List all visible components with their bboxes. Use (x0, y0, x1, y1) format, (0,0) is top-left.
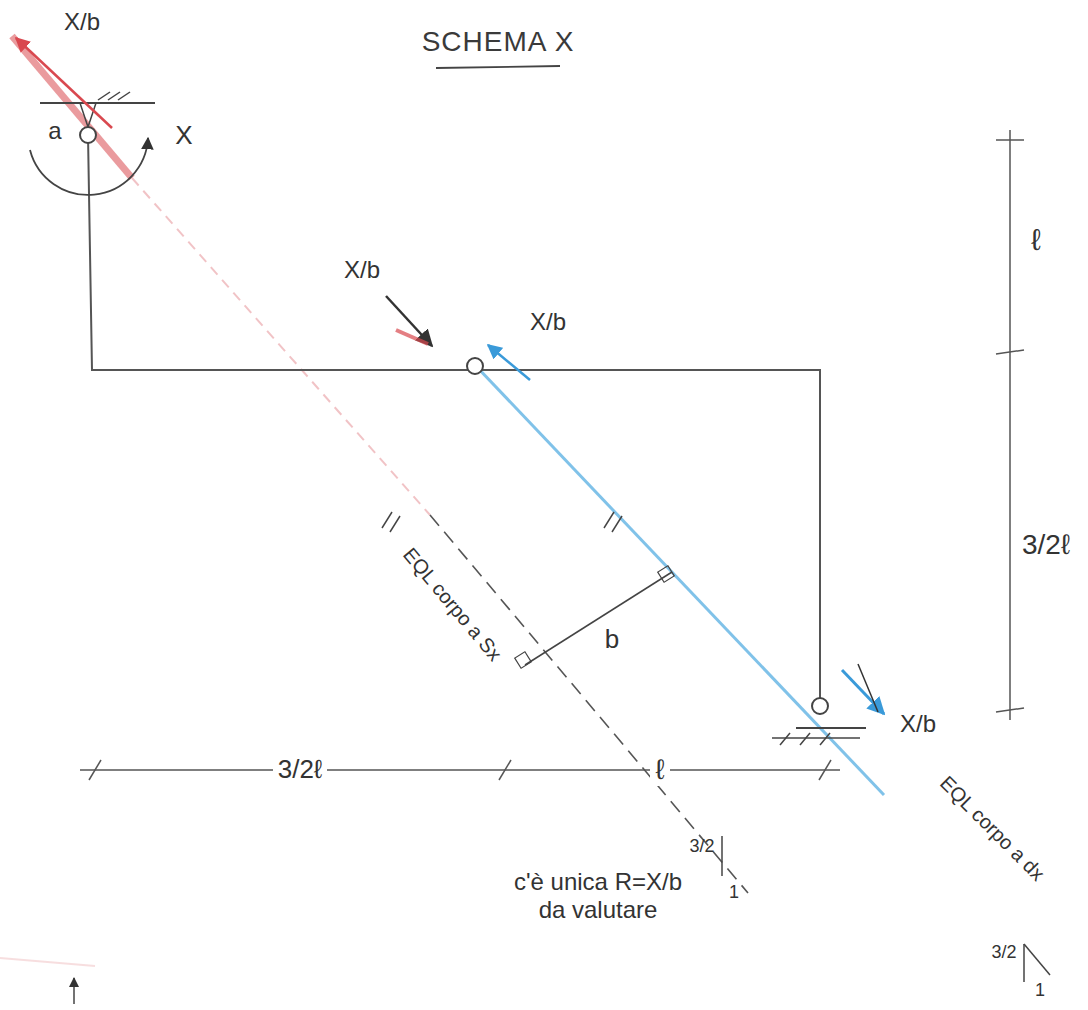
parallel-mark (604, 512, 614, 528)
force-arrow (488, 345, 530, 380)
hatch (108, 92, 120, 100)
force-label: X/b (344, 256, 380, 284)
hinge (80, 127, 96, 143)
dimension-label: 3/2ℓ (1022, 529, 1070, 561)
slope-label: 3/2 (991, 942, 1016, 963)
slope-label: 1 (729, 882, 739, 903)
dimension-line (80, 769, 840, 771)
slope-triangle (1023, 944, 1025, 982)
action-line (430, 515, 748, 893)
dimension-tick (996, 708, 1024, 712)
hatch (118, 92, 130, 100)
diagram-title: SCHEMA X (422, 26, 575, 58)
right-angle-mark (515, 652, 532, 669)
dimension-tick (89, 760, 101, 780)
dimension-tick (996, 350, 1024, 354)
force-arrow (386, 296, 432, 346)
action-line (132, 178, 430, 515)
slope-triangle (721, 836, 723, 876)
equilibrium-note: EQL corpo a dx (935, 771, 1049, 885)
dimension-label: ℓ (1031, 223, 1041, 258)
force-arrow (16, 38, 112, 128)
frame-member (88, 135, 820, 705)
dimension-label: 3/2ℓ (273, 755, 328, 785)
title-underline (436, 66, 560, 68)
right-angle-mark (658, 566, 675, 583)
parallel-mark (612, 516, 622, 532)
hinge (467, 358, 483, 374)
dimension-line (1009, 130, 1011, 720)
note-text: c'è unica R=X/b da valutare (498, 868, 698, 923)
distance-line (525, 572, 672, 665)
slope-label: 1 (1035, 980, 1045, 1001)
slope-triangle (1024, 944, 1050, 975)
dimension-tick (819, 760, 831, 780)
parallel-mark (382, 512, 392, 528)
dimension-tick (499, 760, 511, 780)
distance-label: b (605, 625, 619, 655)
hatch (98, 92, 110, 100)
parallel-mark (390, 516, 400, 532)
action-line (475, 365, 884, 795)
equilibrium-note: EQL corpo a Sx (398, 543, 506, 665)
stray-mark (0, 958, 95, 966)
hatch (820, 733, 830, 745)
hatch (780, 733, 790, 745)
moment-label: X (175, 121, 192, 151)
force-label: X/b (900, 710, 936, 738)
force-label: X/b (64, 8, 100, 36)
ground-line (40, 102, 155, 104)
dimension-label: ℓ (650, 754, 669, 786)
force-arrow (858, 664, 878, 712)
force-arrow (396, 330, 428, 344)
support-name: a (48, 117, 61, 145)
hatch (800, 733, 810, 745)
dimension-tick (996, 139, 1024, 141)
slope-label: 3/2 (689, 836, 714, 857)
moment-arrow (30, 138, 148, 195)
support-link (80, 103, 88, 127)
action-line (12, 36, 132, 178)
stray-mark (73, 978, 75, 1004)
ground-line (796, 727, 866, 729)
hinge (812, 698, 828, 714)
force-label: X/b (530, 308, 566, 336)
